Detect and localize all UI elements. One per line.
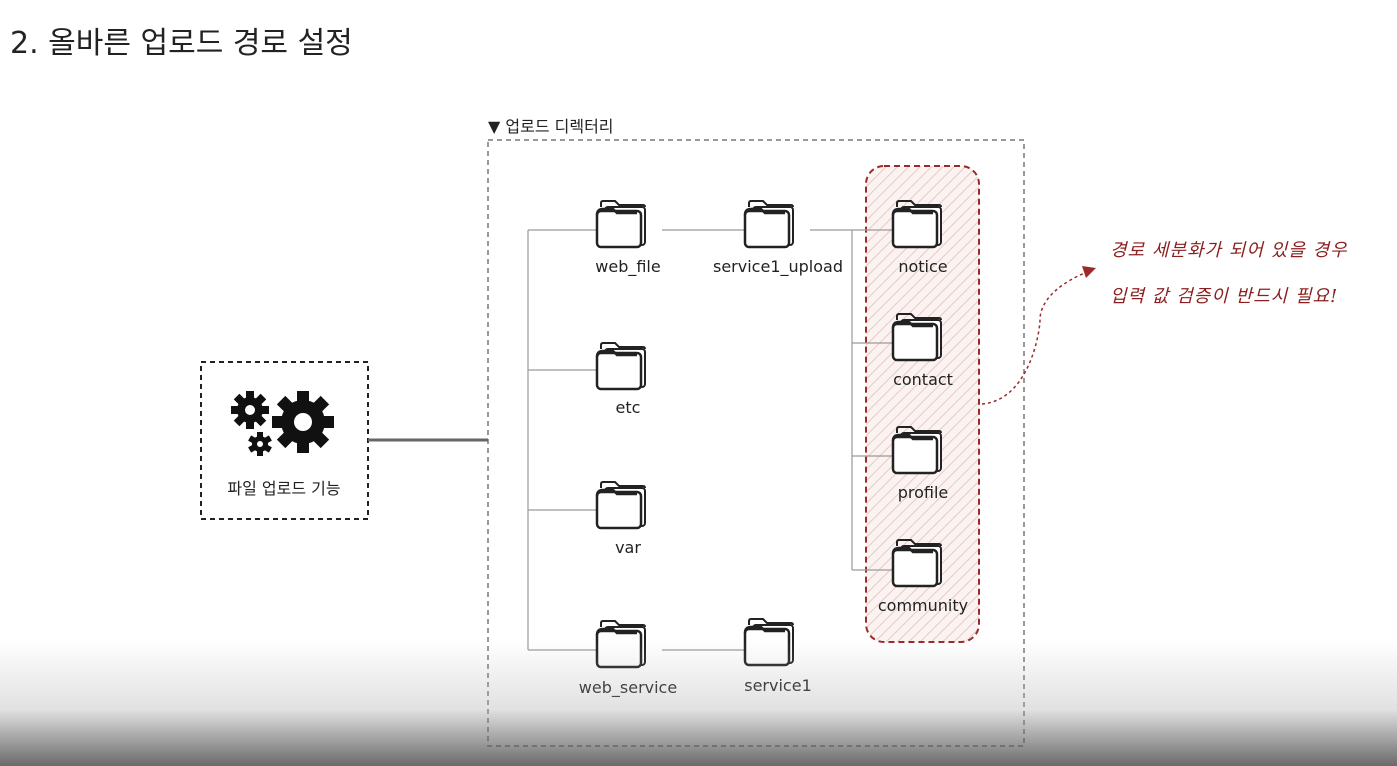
tree-lines [527, 229, 892, 651]
folder-profile-icon [891, 425, 943, 475]
folder-contact-label: contact [893, 370, 953, 389]
upload-directory-label: ▼ 업로드 디렉터리 [488, 117, 614, 136]
folder-service1-upload-label: service1_upload [713, 257, 843, 276]
folder-etc-icon [595, 341, 647, 391]
folder-web-service-label: web_service [578, 678, 678, 697]
upload-directory-box [487, 139, 1025, 747]
folder-web-service-icon [595, 619, 647, 669]
folder-web-file-icon [595, 199, 647, 249]
folder-contact-icon [891, 312, 943, 362]
folder-var-icon [595, 480, 647, 530]
annotation-line-2: 입력 값 검증이 반드시 필요! [1110, 286, 1339, 307]
folder-profile-label: profile [897, 483, 949, 502]
folder-notice-label: notice [898, 257, 948, 276]
folder-community-icon [891, 538, 943, 588]
annotation-line-1: 경로 세분화가 되어 있을 경우 [1110, 240, 1348, 261]
folder-service1-icon [743, 617, 795, 667]
annotation-arrowhead-icon [1082, 266, 1096, 278]
folder-community-label: community [877, 596, 969, 615]
folder-web-file-label: web_file [595, 257, 661, 276]
folder-service1-upload-icon [743, 199, 795, 249]
feature-label: 파일 업로드 기능 [227, 479, 341, 498]
folder-notice-icon [891, 199, 943, 249]
folder-etc-label: etc [615, 398, 641, 417]
page-title: 2. 올바른 업로드 경로 설정 [10, 26, 353, 61]
gears-icon [231, 391, 334, 456]
folder-var-label: var [615, 538, 641, 557]
annotation-arrow [981, 269, 1093, 405]
folder-service1-label: service1 [744, 676, 812, 695]
